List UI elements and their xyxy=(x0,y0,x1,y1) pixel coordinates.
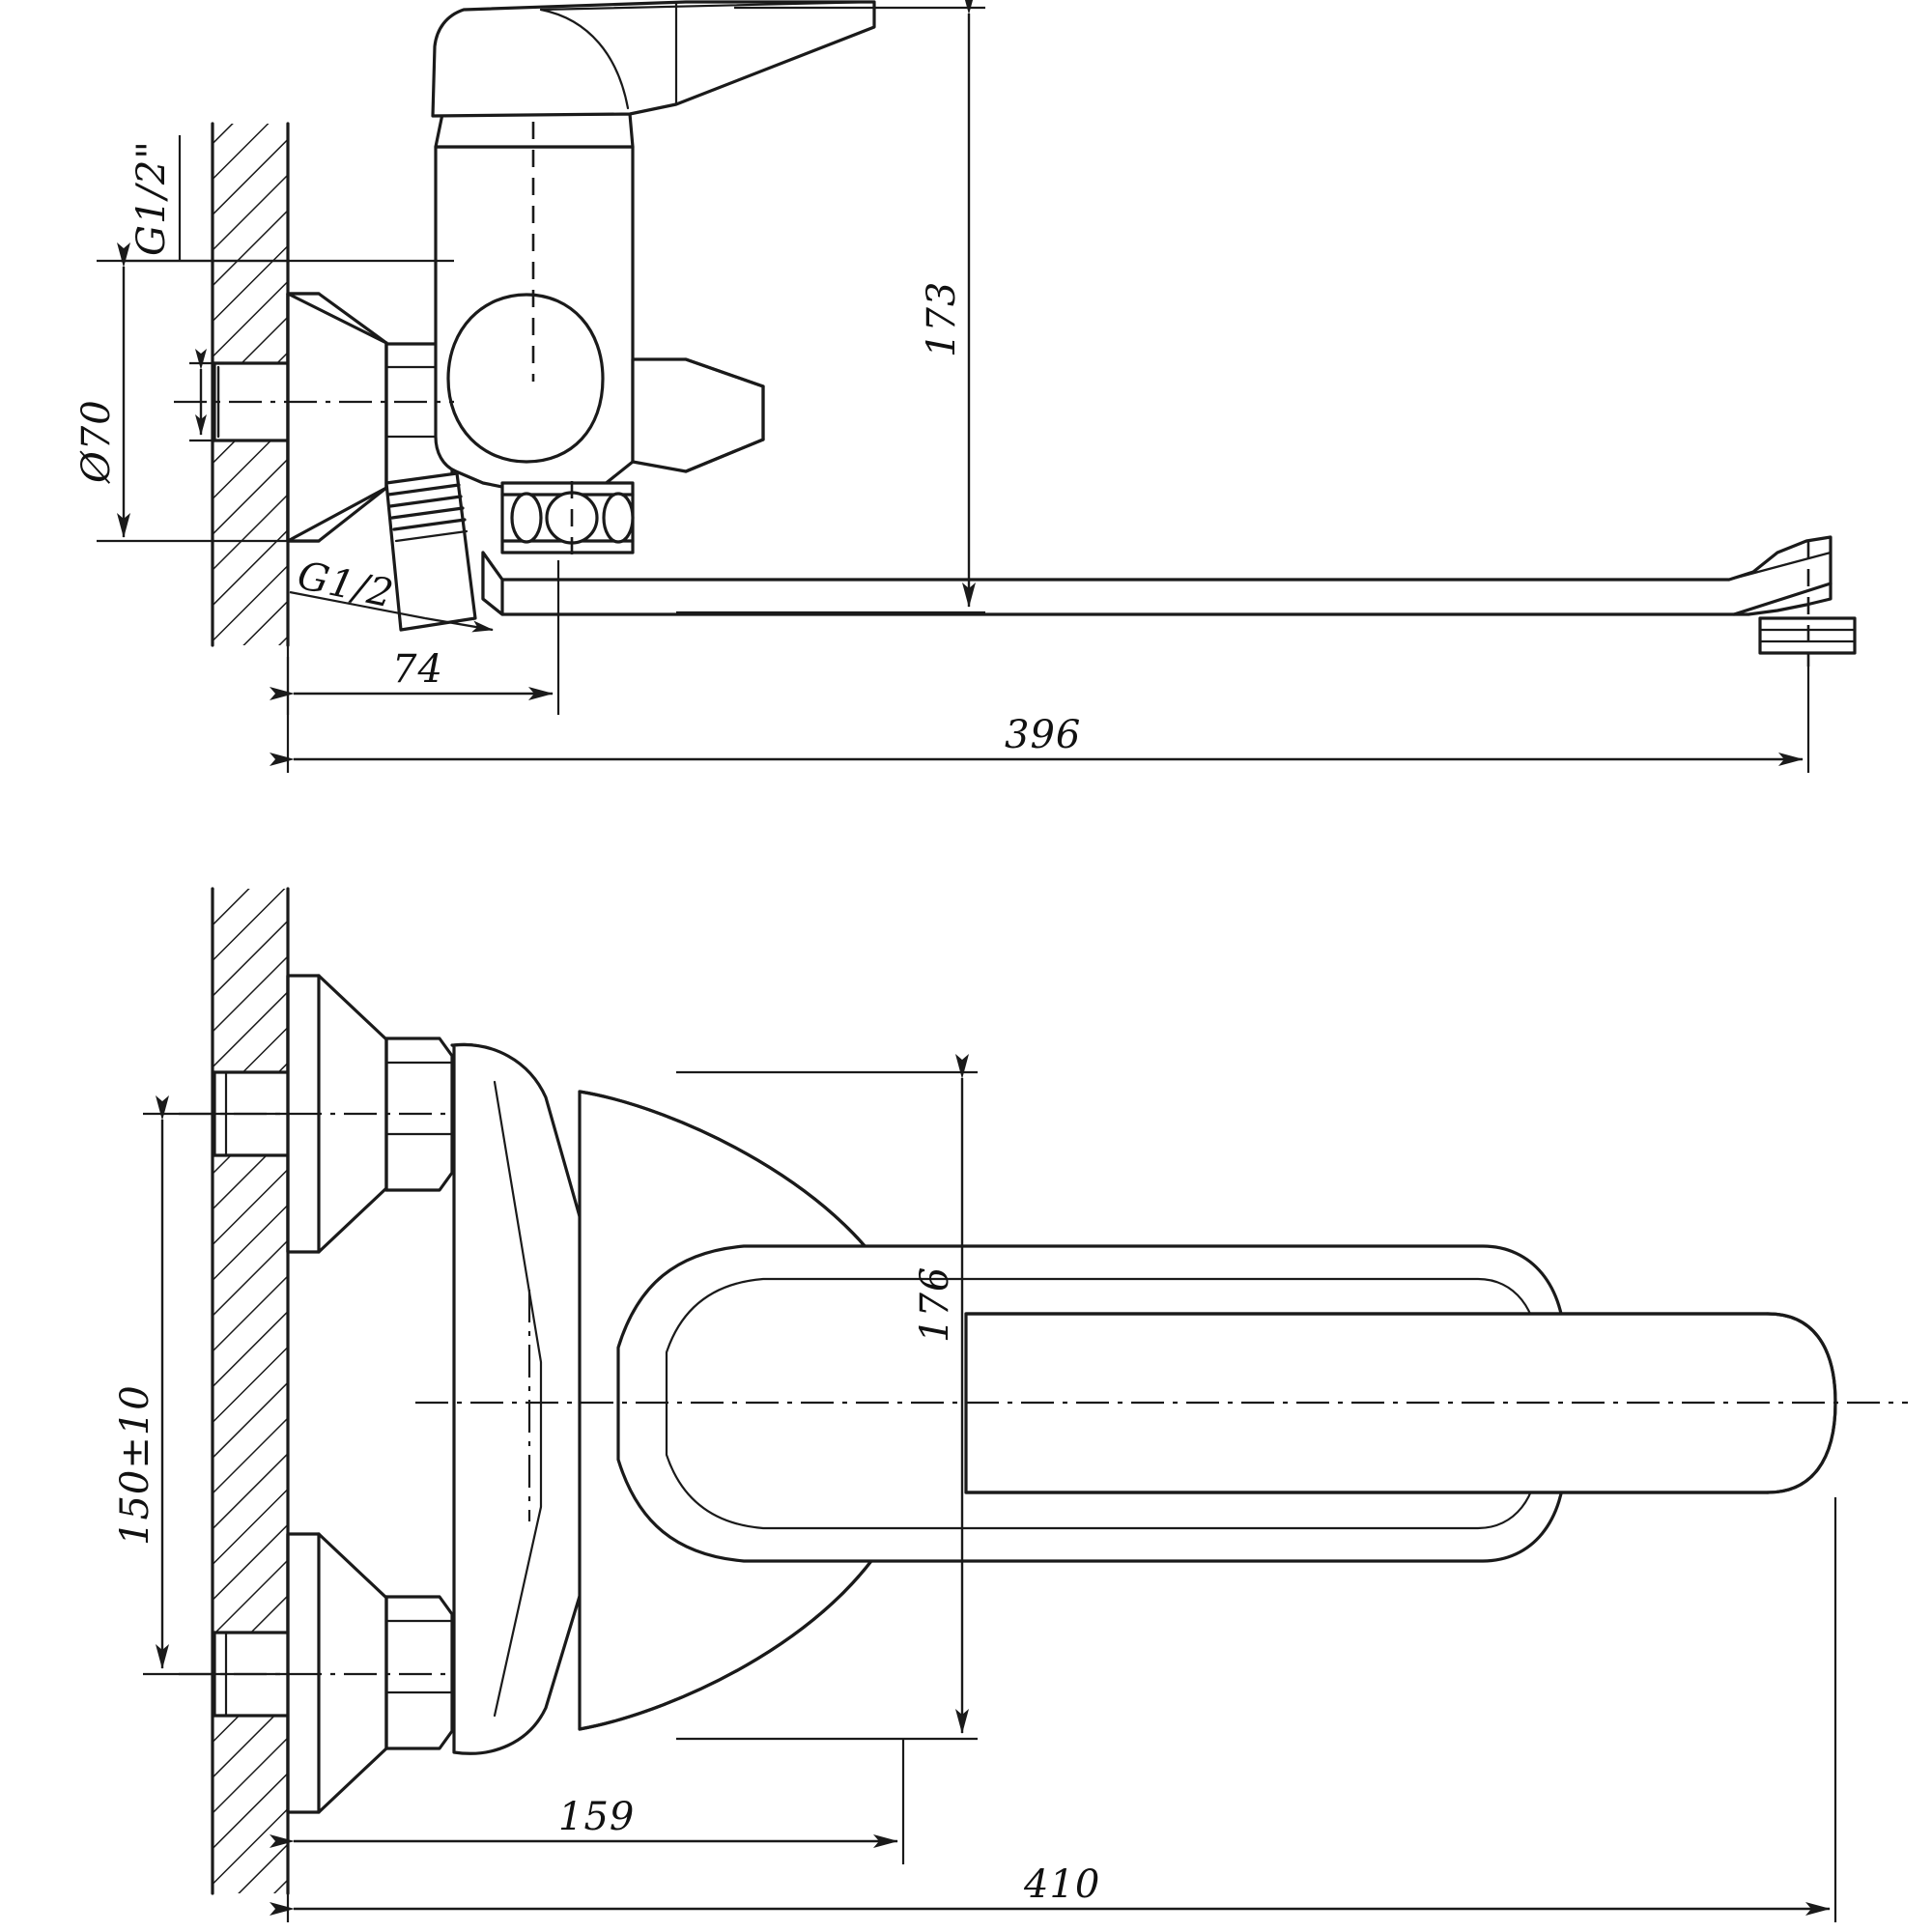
mixer-body-front xyxy=(450,1042,905,1755)
spout-tube-top xyxy=(481,535,1833,616)
dim-label-spout-height: 173 xyxy=(920,281,964,357)
aerator-end-top xyxy=(1758,541,1857,667)
shower-outlet-boss-top xyxy=(631,357,765,473)
dim-label-thread-outlet: G1/2 xyxy=(294,554,398,617)
dim-spout-reach: 396 xyxy=(270,657,1810,773)
hex-nut-lower-bottom xyxy=(384,1595,454,1750)
view-front-plan: 150±10 176 159 410 xyxy=(113,887,1908,1922)
spout-tube-front xyxy=(964,1312,1837,1494)
dim-label-total-length: 410 xyxy=(1023,1862,1100,1907)
dim-label-body-length: 159 xyxy=(558,1795,635,1839)
escutcheon-flange-top xyxy=(286,292,388,543)
dim-label-center-spacing: 150±10 xyxy=(113,1384,157,1546)
outlet-thread-stub-top xyxy=(384,471,477,632)
dim-body-height: 176 xyxy=(676,1054,978,1741)
dim-center-spacing: 150±10 xyxy=(113,1095,290,1676)
dim-nipple-height xyxy=(189,349,224,442)
dim-thread-top: G1/2" xyxy=(121,135,454,263)
dim-label-flange-diameter: Ø70 xyxy=(74,399,119,484)
lever-handle-top xyxy=(431,0,876,118)
dim-label-spout-reach: 396 xyxy=(1005,713,1081,757)
dim-body-length: 159 xyxy=(270,1739,905,1864)
dim-total-length: 410 xyxy=(270,1497,1837,1922)
view-side-elevation: G1/2" Ø70 G1/2 74 xyxy=(74,0,1857,773)
dim-spout-height: 173 xyxy=(676,0,985,614)
wall-section-bottom xyxy=(211,887,290,1895)
dim-label-wall-offset: 74 xyxy=(392,647,443,692)
dim-label-thread-top: G1/2" xyxy=(129,140,174,256)
dim-flange-diameter: Ø70 xyxy=(74,242,290,543)
swivel-collar-top xyxy=(500,481,635,558)
mixer-body-column-top xyxy=(434,10,635,497)
dim-label-body-height: 176 xyxy=(913,1266,957,1343)
